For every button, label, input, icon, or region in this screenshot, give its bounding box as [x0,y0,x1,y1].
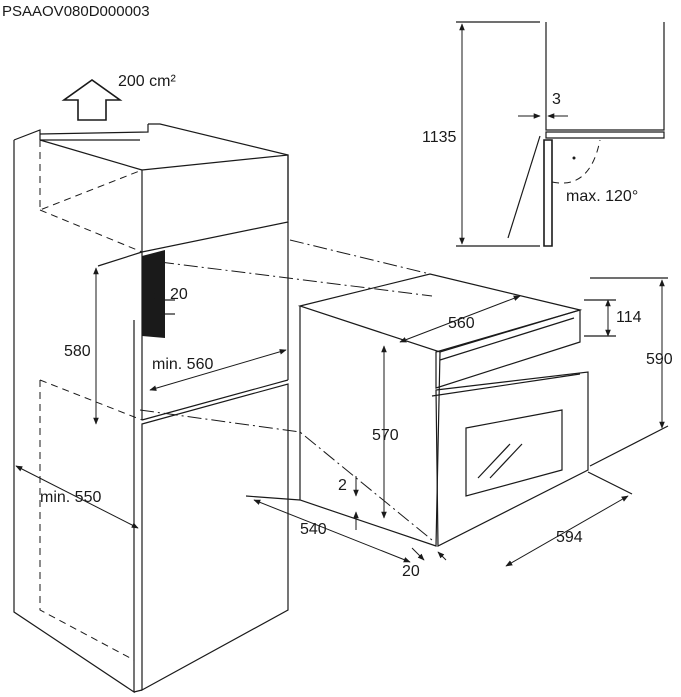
document-code: PSAAOV080D000003 [2,3,150,20]
oven-depth-label: 540 [300,521,327,538]
door-angle-label: max. 120° [566,188,638,205]
offset-label: 2 [338,477,347,494]
oven-width-label: 560 [448,315,475,332]
cabinet-depth-label: min. 550 [40,489,101,506]
oven-window [465,409,563,497]
front-depth-label: 20 [402,563,420,580]
vent-gap-label: 20 [170,286,188,303]
niche-width-label: min. 560 [152,356,213,373]
vent-strip [142,250,165,338]
panel-height-label: 114 [616,309,642,326]
oven-body-height-label: 570 [372,427,399,444]
front-width-label: 594 [556,529,583,546]
cabinet-height-label: 1135 [422,129,457,146]
oven [297,273,589,547]
cabinet: 200 cm² [13,73,289,694]
gap-label: 3 [552,91,561,108]
door-detail: max. 120° 3 [456,21,665,247]
ventilation-arrow-icon [61,79,123,121]
oven-height-total-label: 590 [646,351,673,368]
niche-height-label: 580 [64,343,91,360]
ventilation-label: 200 cm² [118,73,176,90]
